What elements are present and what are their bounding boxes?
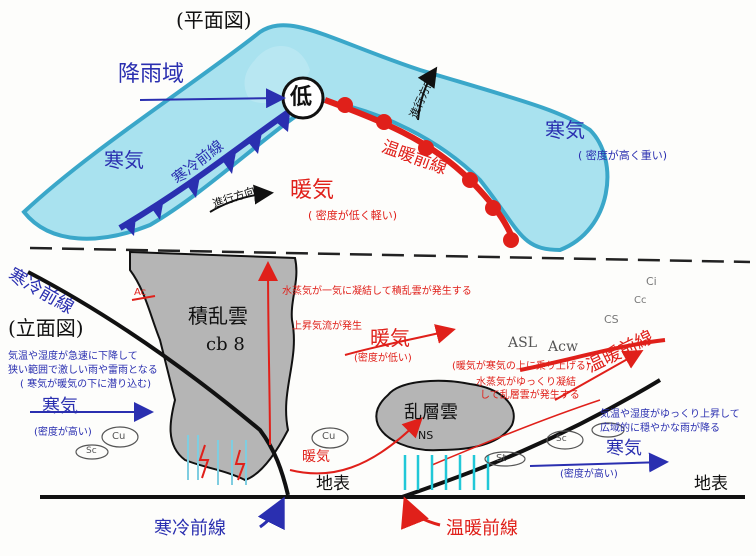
vapor-ns-label-1: 水蒸気がゆっくり凝結 xyxy=(476,377,576,388)
section-separator xyxy=(29,246,751,264)
cold-density-plan-label: ( 密度が高く重い) xyxy=(578,149,668,162)
cold-density-right-label: (密度が高い) xyxy=(560,469,618,480)
cold-density-left-label: (密度が高い) xyxy=(34,427,92,438)
vapor-cb-label: 水蒸気が一気に凝結して積乱雲が発生する xyxy=(282,286,472,297)
cu-left-label: Cu xyxy=(112,431,126,442)
cold-front-triangles-plan xyxy=(122,112,290,236)
bottom-cold-front-arrow xyxy=(257,496,285,531)
sc-right-label: Sc xyxy=(556,434,567,444)
right-note-1: 気温や湿度がゆっくり上昇して xyxy=(600,409,740,420)
warm-front-upper-line xyxy=(519,338,666,372)
bottom-warm-front-arrow xyxy=(401,496,441,530)
cold-air-left-label: 寒気 xyxy=(42,396,78,417)
cumulonimbus-label: 積乱雲 xyxy=(188,304,248,328)
ns-label: NS xyxy=(418,429,434,442)
warm-air-lower-arrow xyxy=(431,399,601,466)
low-label: 低 xyxy=(290,84,313,110)
warm-density-mid-label: (密度が低い) xyxy=(354,353,412,364)
vapor-ns-label-2: して乱層雲が発生する xyxy=(480,390,580,401)
warm-density-plan-label: ( 密度が低く軽い) xyxy=(308,209,398,222)
warm-air-lower-label: 暖気 xyxy=(302,449,330,465)
ground-right-label: 地表 xyxy=(694,474,728,494)
acw-label: Acw xyxy=(548,339,578,355)
cs-label: CS xyxy=(604,313,619,326)
left-note-3: ( 寒気が暖気の下に潜り込む) xyxy=(20,379,151,390)
cb-label: cb 8 xyxy=(206,334,245,355)
warm-front-semicircles-plan xyxy=(337,97,519,248)
warm-air-mid-label: 暖気 xyxy=(370,326,410,350)
st-label: St xyxy=(496,453,507,464)
cold-air-right-arrow xyxy=(529,452,669,473)
cb-rain xyxy=(187,435,247,485)
bottom-warm-front-label: 温暖前線 xyxy=(446,518,518,539)
cumulonimbus-cloud xyxy=(129,250,298,482)
warm-air-rise-arrow xyxy=(258,261,279,446)
cold-air-right-label: 寒気 xyxy=(606,438,642,459)
ci-label: Ci xyxy=(646,275,657,288)
section-title: (立面図) xyxy=(8,316,84,340)
sc-left-label: Sc xyxy=(86,446,97,456)
left-note-2: 狭い範囲で激しい雨や雷雨となる xyxy=(8,365,158,376)
ac-marker xyxy=(131,295,156,301)
rain-area-label: 降雨域 xyxy=(118,62,185,87)
cold-air-plan-label: 寒気 xyxy=(104,148,144,172)
rain-area-arrow xyxy=(139,88,286,109)
cold-front-line-plan xyxy=(118,101,302,231)
cc-label: Cc xyxy=(634,295,647,306)
right-note-2: 広域的に穏やかな雨が降る xyxy=(600,423,720,434)
warm-front-line-plan xyxy=(323,97,518,246)
warm-over-label: (暖気が寒気の上に乗り上げる) xyxy=(452,361,590,372)
ground-left-label: 地表 xyxy=(316,474,350,494)
cu-mid-label: Cu xyxy=(322,431,336,442)
warm-front-right-arrow xyxy=(554,350,644,401)
left-note-1: 気温や湿度が急速に下降して xyxy=(8,351,138,362)
asl-label: ASL xyxy=(508,335,537,351)
lightning xyxy=(198,444,246,481)
direction-arrow-right xyxy=(417,66,438,121)
ns-rain xyxy=(403,455,490,490)
updraft-label: 上昇気流が発生 xyxy=(292,321,362,332)
warm-air-plan-label: 暖気 xyxy=(290,178,335,203)
cold-air-right-plan-label: 寒気 xyxy=(545,118,585,142)
plan-title: (平面図) xyxy=(176,8,252,32)
direction-arrow-left xyxy=(209,184,274,213)
warm-air-slope-arrow xyxy=(344,324,456,356)
ns-cloud-label: 乱層雲 xyxy=(404,402,458,423)
warm-air-flow-arrow xyxy=(289,417,423,475)
small-clouds xyxy=(75,422,625,467)
cold-front-surface xyxy=(27,270,290,496)
ac-label: Ac xyxy=(134,287,147,298)
bottom-cold-front-label: 寒冷前線 xyxy=(154,518,226,539)
